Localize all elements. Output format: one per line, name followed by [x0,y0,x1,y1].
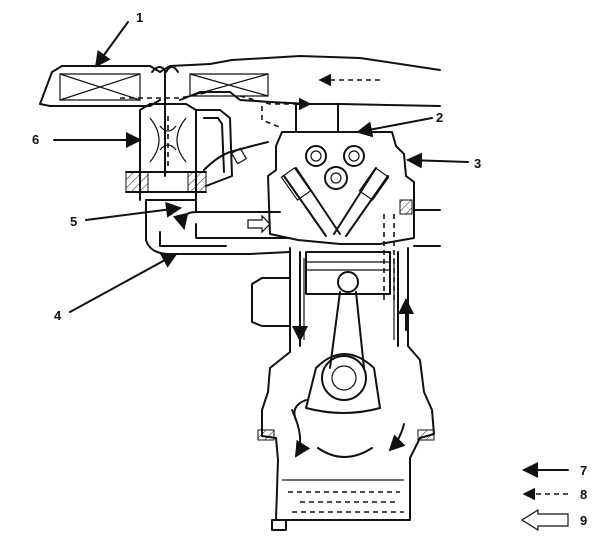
leader-lines [53,21,469,313]
cylinder-head [261,103,415,300]
legend-key-8: 8 [580,487,587,502]
legend-key-9: 9 [580,513,587,528]
callout-4: 4 [54,308,62,323]
legend-key-7: 7 [580,463,587,478]
callout-6: 6 [32,132,39,147]
callout-3: 3 [474,156,481,171]
legend: 7 8 9 [520,462,587,532]
air-cleaner [39,55,441,111]
legend-open-arrow-icon [520,508,569,532]
carburettor [125,66,233,201]
callout-5: 5 [70,214,77,229]
callout-1: 1 [136,10,143,25]
exhaust-pipe [399,199,441,247]
cylinder-block [251,247,435,531]
callout-2: 2 [436,110,443,125]
